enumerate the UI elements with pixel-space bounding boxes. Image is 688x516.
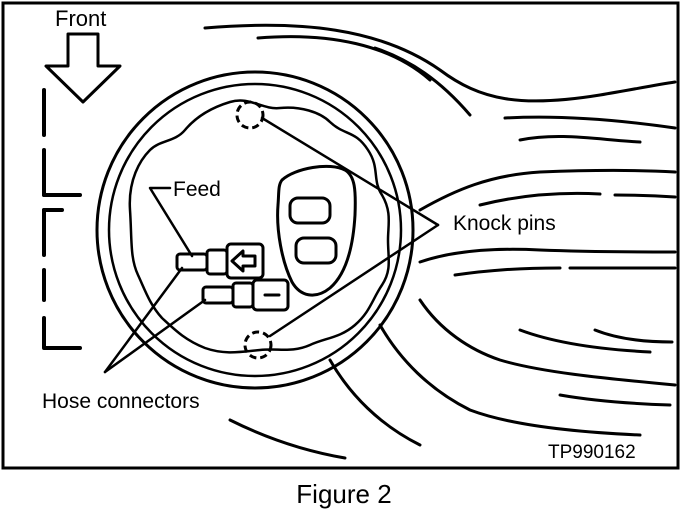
front-label: Front [55,6,106,31]
feed-label: Feed [173,178,221,201]
tank-body-lines [203,23,677,460]
return-hose-connector [201,278,290,312]
figure-code: TP990162 [548,442,636,463]
figure-caption: Figure 2 [296,479,391,509]
hose-connectors-label: Hose connectors [42,390,200,413]
feed-hose-connector [175,242,265,280]
front-arrow-icon [44,32,122,104]
knock-pin-bottom [243,330,273,360]
figure-frame [1,1,680,470]
leader-lines [103,116,440,374]
left-guide-lines [42,88,82,350]
pump-mount [95,70,415,390]
knock-pin-top [235,100,265,130]
knock-pins-label: Knock pins [453,212,556,235]
sender-unit [276,164,357,297]
